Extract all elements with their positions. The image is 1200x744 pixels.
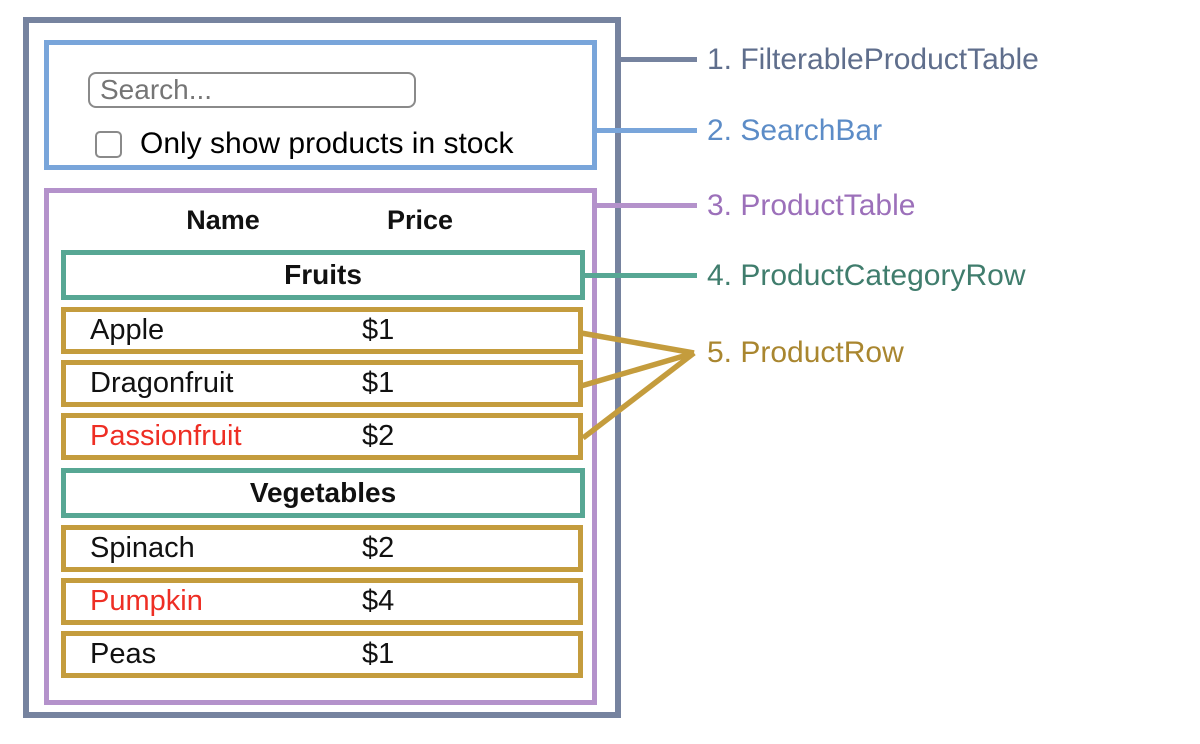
stock-checkbox-label: Only show products in stock — [140, 127, 514, 160]
search-input[interactable] — [88, 72, 416, 108]
product-price: $1 — [362, 314, 395, 346]
column-header-name: Name — [186, 205, 260, 235]
search-bar-box: Only show products in stock — [44, 40, 597, 170]
legend-label-3: 3. ProductTable — [707, 189, 916, 222]
product-category-row: Vegetables — [61, 468, 585, 518]
legend-label-1: 1. FilterableProductTable — [707, 43, 1039, 76]
product-row: Apple $1 — [61, 307, 583, 354]
connector-line-producttable — [594, 203, 697, 208]
product-name: Peas — [90, 638, 157, 670]
product-name: Dragonfruit — [90, 367, 234, 399]
product-price: $2 — [362, 532, 395, 564]
product-price: $1 — [362, 367, 395, 399]
connector-line-searchbar — [594, 128, 697, 133]
product-name: Pumpkin — [90, 585, 203, 617]
legend-label-4: 4. ProductCategoryRow — [707, 259, 1026, 292]
table-header-row: Name Price — [49, 205, 592, 239]
product-price: $2 — [362, 420, 395, 452]
product-row: Passionfruit $2 — [61, 413, 583, 460]
product-name: Spinach — [90, 532, 195, 564]
product-category-row: Fruits — [61, 250, 585, 300]
legend-label-2: 2. SearchBar — [707, 114, 883, 147]
product-price: $1 — [362, 638, 395, 670]
stock-checkbox[interactable] — [95, 130, 122, 158]
stock-filter-row[interactable]: Only show products in stock — [95, 127, 514, 161]
product-row: Dragonfruit $1 — [61, 360, 583, 407]
product-price: $4 — [362, 585, 395, 617]
product-row: Spinach $2 — [61, 525, 583, 572]
product-name: Passionfruit — [90, 420, 242, 452]
connector-line-filterable — [617, 57, 697, 62]
column-header-price: Price — [386, 205, 454, 235]
product-name: Apple — [90, 314, 165, 346]
product-row: Peas $1 — [61, 631, 583, 678]
product-row: Pumpkin $4 — [61, 578, 583, 625]
filterable-product-table-box: Only show products in stock Name Price F… — [23, 17, 621, 718]
connector-line-categoryrow — [581, 273, 697, 278]
legend-label-5: 5. ProductRow — [707, 336, 904, 369]
